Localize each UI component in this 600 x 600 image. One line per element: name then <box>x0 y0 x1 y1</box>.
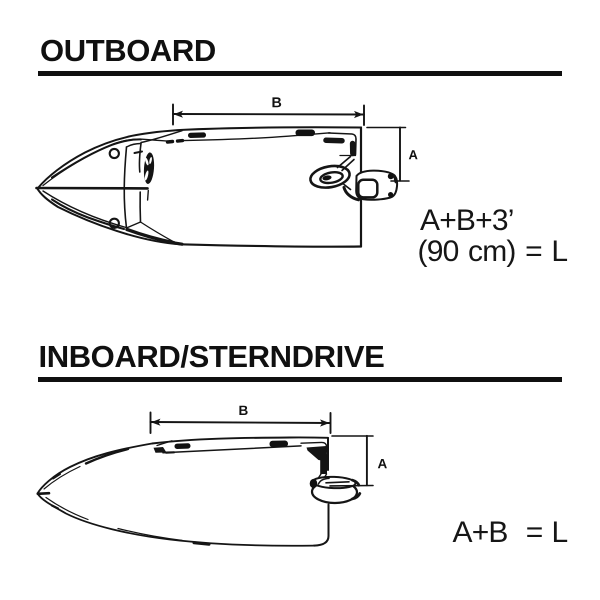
svg-text:B: B <box>271 95 281 111</box>
svg-text:B: B <box>238 403 248 418</box>
svg-text:A: A <box>408 147 418 162</box>
svg-text:A: A <box>377 456 387 471</box>
